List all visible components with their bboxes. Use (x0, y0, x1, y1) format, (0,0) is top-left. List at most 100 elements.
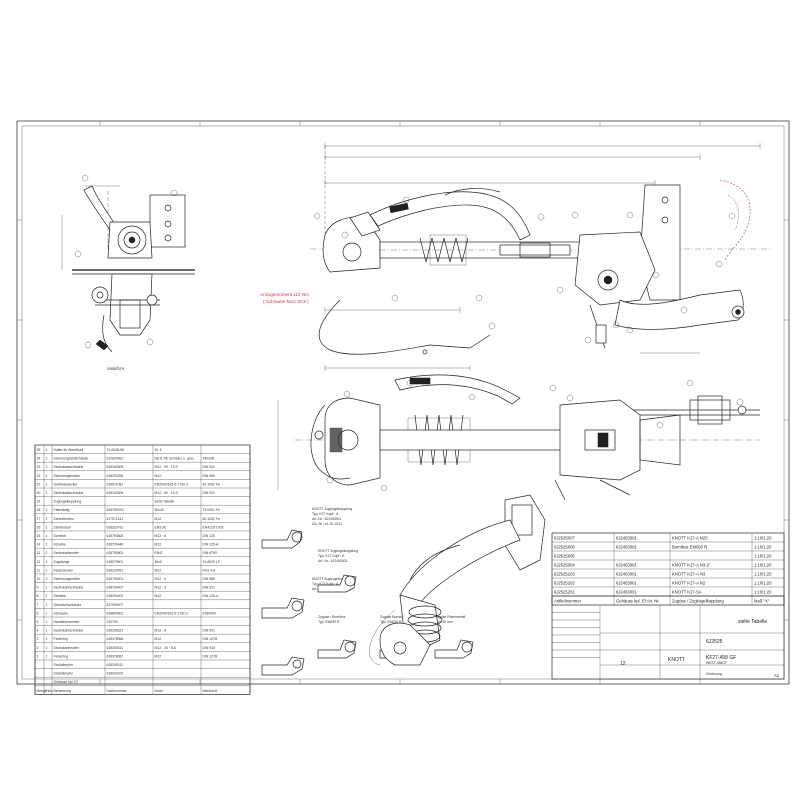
variant-cell: 1:10/1:20 (754, 572, 772, 577)
svg-text:Art.-Nr.: 6J2453001: Art.-Nr.: 6J2453001 (312, 517, 342, 521)
svg-text:Typ: 40 mm: Typ: 40 mm (435, 620, 453, 624)
parts-list-cell: 6J8378066 (107, 637, 124, 641)
parts-list-cell: DIN 933 (203, 646, 216, 650)
variant-cell: 6J2453001 (616, 581, 637, 586)
parts-list-cell: Sechskantschraube (54, 586, 84, 590)
parts-list-cell: Sechskantschraube (54, 629, 84, 633)
parts-list-cell: 6J7900007 (107, 603, 124, 607)
svg-text:Zugöse Bornibus: Zugöse Bornibus (380, 615, 406, 619)
parts-list-cell: Scheibe (54, 543, 66, 547)
parts-list-cell: Zahnbolzen (54, 525, 72, 529)
parts-list-cell: 15 (37, 534, 41, 538)
parts-list-cell: M12 · 25 · 8.8 (155, 646, 176, 650)
parts-list-cell: 2J0793 (107, 620, 118, 624)
sheet-number: 12 (620, 661, 626, 667)
parts-list-cell: DIN 931 (203, 465, 216, 469)
parts-list-cell: DIN 6759 (203, 551, 217, 555)
parts-list-cell: 9 (37, 586, 39, 590)
parts-list-cell: FAG 3-6 (203, 568, 216, 572)
parts-list-cell: 43002B (203, 457, 215, 461)
parts-list-cell: 21 (37, 482, 41, 486)
parts-list-cell: 6J8294401 (107, 594, 124, 598)
parts-list-cell: M12 (155, 517, 162, 521)
parts-list-cell: Scheibe (54, 594, 66, 598)
variant-cell: 6J2525004 (554, 563, 575, 568)
drawing-number: 6J2525 (706, 639, 723, 645)
svg-text:Typ: K27 Kopf · A: Typ: K27 Kopf · A (318, 554, 345, 558)
parts-list-cell: M12 · 95 · 10.9 (155, 465, 178, 469)
isometric-view (369, 494, 546, 666)
parts-list-cell: 3 (37, 637, 39, 641)
parts-list-cell: DIN 127B (203, 654, 218, 658)
parts-list-cell: 0af11 PE Schwarz u. grau (155, 457, 194, 461)
parts-list-cell: 22 (37, 474, 41, 478)
variant-cell: 1:10/1:20 (754, 590, 772, 595)
parts-list-cell: 8 (37, 594, 39, 598)
svg-text:Zul. Nr.: e1 00-1001: Zul. Nr.: e1 00-1001 (312, 522, 342, 526)
parts-list-cell: 6 (37, 611, 39, 615)
parts-list-cell: 6J8100306 (107, 491, 124, 495)
parts-list-cell: M12 · 60 · 10.9 (155, 491, 178, 495)
variant-cell: 6J2525007 (554, 536, 575, 541)
svg-text:Typ: EM050 R: Typ: EM050 R (380, 620, 402, 624)
parts-list-cell: 17 (37, 517, 41, 521)
variant-cell: 6J2453001 (616, 590, 637, 595)
parts-list-cell: 1 (37, 654, 39, 658)
variant-cell: KNOTT K27-SA (672, 590, 702, 595)
parts-list-cell: 31-6000 LF (203, 560, 220, 564)
variant-cell: 6J2453001 (616, 563, 637, 568)
parts-list-header: Benennung (54, 689, 71, 693)
parts-list-cell: 19 (37, 500, 41, 504)
parts-list-cell: 6J8790407 (107, 586, 124, 590)
drawing-note: Zeichnung (706, 672, 722, 676)
parts-list-header: Norm (155, 689, 163, 693)
parts-list-cell: Sicherungsmutter (54, 577, 81, 581)
parts-list-cell: Zugkugelkupplung (54, 500, 82, 504)
parts-list-cell: 4 (37, 629, 39, 633)
parts-list-cell: 6J8790802 (107, 551, 124, 555)
parts-list-cell: 1 (46, 637, 48, 641)
parts-list-cell: 2 (46, 594, 48, 598)
svg-text:KNOTT Zugkugelkupplung: KNOTT Zugkugelkupplung (312, 577, 352, 581)
parts-list-cell: 6J8200011 (107, 663, 124, 667)
parts-list-cell: 1 (46, 474, 48, 478)
parts-list-cell: Sechskantmutter (54, 551, 80, 555)
parts-list-cell: Sicherungsmutter (54, 474, 81, 478)
parts-list-cell: 5 (37, 620, 39, 624)
parts-list-cell: Stoßdämpfer (54, 663, 74, 667)
variant-cell: 6J2525201 (554, 590, 575, 595)
parts-list-cell: 6J8220451 (107, 568, 124, 572)
parts-list-cell: 1 (46, 457, 48, 461)
parts-list-cell: 12 (37, 560, 41, 564)
parts-list-cell: 6780500 (203, 611, 216, 615)
variant-cell: Bornibus EM050 R (672, 545, 707, 550)
parts-list-cell: siehe Tabelle (155, 500, 175, 504)
parts-list-cell: 1 (46, 654, 48, 658)
parts-list-cell: 1 (46, 491, 48, 495)
parts-list-cell: 1 (46, 543, 48, 547)
parts-list-cell: 13 (37, 551, 41, 555)
parts-list-cell: 1 (46, 611, 48, 615)
parts-list-cell: 1 (46, 646, 48, 650)
parts-list-cell: Zentralbolzen (54, 517, 75, 521)
parts-list-cell: 6J2820061 (107, 457, 124, 461)
variant-cell: 1:10/1:20 (754, 563, 772, 568)
parts-list-cell: M12 (155, 654, 162, 658)
parts-list-cell: DIN 985 (203, 577, 216, 581)
parts-list-cell: 2 (37, 646, 39, 650)
parts-list-cell: 6J8200256 (107, 474, 124, 478)
parts-list-cell: 7 (37, 603, 39, 607)
variant-cell: 6J2525005 (554, 554, 575, 559)
parts-list-cell: 6J8971081 (107, 482, 124, 486)
torque-note-line1: Anzugsmoment 115 Nm (260, 292, 309, 297)
parts-list-cell: 6J8256321 (107, 629, 124, 633)
variant-cell: KNOTT K27-A N2 (672, 581, 706, 586)
parts-list-cell: 1 (46, 534, 48, 538)
parts-list-cell: 6J8279501 (107, 560, 124, 564)
parts-list-cell: DIN 125 (203, 534, 216, 538)
parts-list-cell: EN2542/615-5 1702-3 (155, 611, 188, 615)
variant-header: Gehäuse kpl. Ef Art. Nr. (616, 599, 660, 604)
parts-list-cell: DIN 931 (203, 629, 216, 633)
